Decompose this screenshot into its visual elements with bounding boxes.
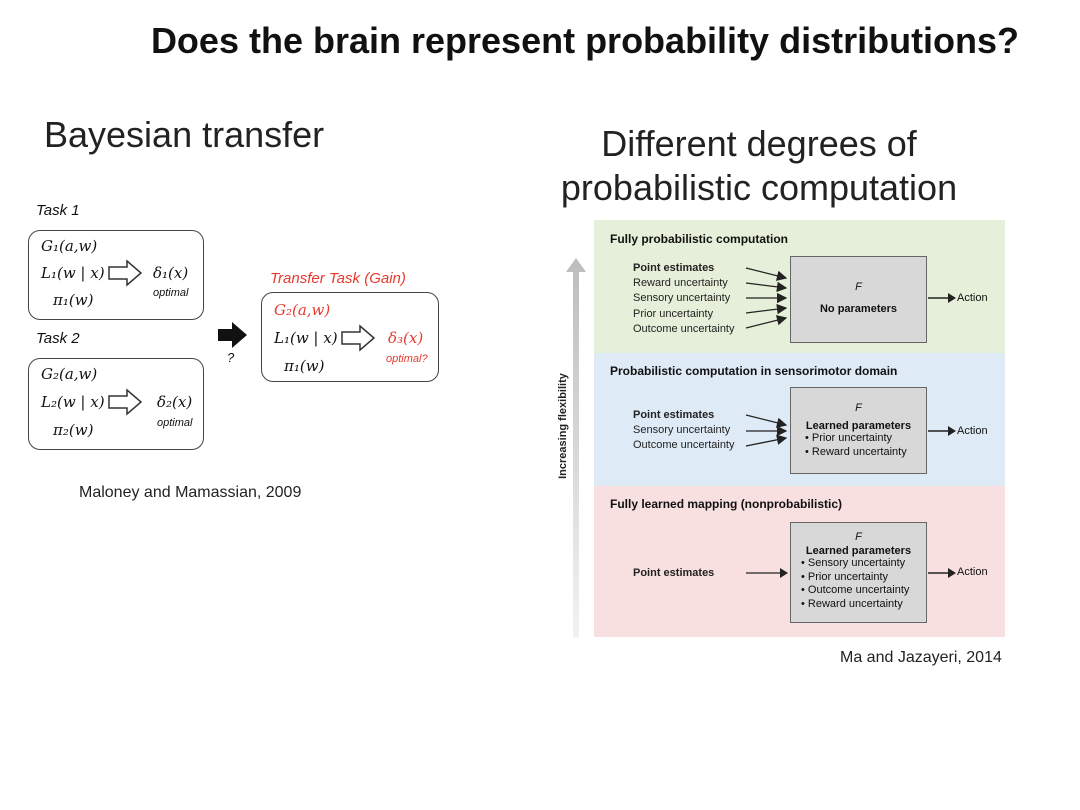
panel1-inputs: Point estimates Reward uncertainty Senso…: [633, 261, 735, 337]
hollow-arrow-icon: [341, 324, 376, 352]
right-heading: Different degrees of probabilistic compu…: [545, 122, 973, 210]
task2-prior: π₂(w): [53, 421, 94, 439]
panel3-title: Fully learned mapping (nonprobabilistic): [610, 497, 843, 511]
action-label: Action: [957, 292, 988, 304]
action-arrow-icon: [928, 426, 956, 436]
question-mark: ?: [227, 350, 235, 365]
transfer-gain: G₂(a,w): [274, 301, 331, 319]
task1-prior: π₁(w): [53, 291, 94, 309]
input-item: Reward uncertainty: [633, 277, 728, 290]
task1-note: optimal: [153, 287, 189, 299]
task1-box: G₁(a,w) L₁(w | x) π₁(w) δ₁(x) optimal: [28, 230, 204, 320]
input-item: Point estimates: [633, 409, 715, 421]
f-box-title: Learned parameters: [805, 545, 912, 557]
panel2-title: Probabilistic computation in sensorimoto…: [610, 364, 898, 378]
action-label: Action: [957, 566, 988, 578]
param-item-label: Outcome uncertainty: [807, 584, 910, 596]
right-heading-line1: Different degrees of: [601, 123, 917, 164]
f-box-items: • Prior uncertainty • Reward uncertainty: [791, 432, 926, 459]
task2-rule: δ₂(x): [157, 393, 193, 411]
f-box-3: F Learned parameters • Sensory uncertain…: [790, 522, 927, 623]
transfer-label: Transfer Task (Gain): [270, 270, 406, 287]
input-item: Outcome uncertainty: [633, 439, 735, 452]
hollow-arrow-icon: [108, 388, 143, 416]
param-item-label: Prior uncertainty: [811, 432, 893, 444]
hollow-arrow-icon: [108, 259, 143, 287]
slide-title: Does the brain represent probability dis…: [150, 20, 1020, 61]
panel2-inputs: Point estimates Sensory uncertainty Outc…: [633, 408, 735, 454]
task2-note: optimal: [157, 417, 193, 429]
task2-loss: L₂(w | x): [41, 393, 105, 411]
task2-gain: G₂(a,w): [41, 365, 98, 383]
param-item-label: Prior uncertainty: [807, 570, 889, 583]
right-heading-line2: probabilistic computation: [560, 167, 958, 208]
f-symbol: F: [855, 531, 862, 543]
input-item: Outcome uncertainty: [633, 322, 735, 335]
param-item-label: Sensory uncertainty: [807, 557, 906, 569]
task1-label: Task 1: [36, 202, 80, 219]
transfer-note: optimal?: [386, 353, 428, 365]
param-item: • Outcome uncertainty: [801, 584, 910, 596]
action-label: Action: [957, 425, 988, 437]
input-item: Prior uncertainty: [633, 307, 714, 320]
panel-sensorimotor: Probabilistic computation in sensorimoto…: [594, 353, 1005, 486]
f-box-1: F No parameters: [790, 256, 927, 343]
task1-gain: G₁(a,w): [41, 237, 98, 255]
panel-fully-probabilistic: Fully probabilistic computation Point es…: [594, 220, 1005, 353]
panel1-title: Fully probabilistic computation: [610, 232, 789, 246]
left-heading: Bayesian transfer: [44, 114, 325, 155]
param-item: • Prior uncertainty: [805, 432, 893, 444]
task2-label: Task 2: [36, 330, 80, 347]
transfer-box: G₂(a,w) L₁(w | x) π₁(w) δ₃(x) optimal?: [261, 292, 439, 382]
task2-box: G₂(a,w) L₂(w | x) π₂(w) δ₂(x) optimal: [28, 358, 204, 450]
param-item-label: Reward uncertainty: [811, 445, 907, 458]
axis-label: Increasing flexibility: [557, 373, 569, 479]
f-box-items: • Sensory uncertainty • Prior uncertaint…: [791, 557, 926, 611]
transfer-loss: L₁(w | x): [274, 329, 338, 347]
task1-loss: L₁(w | x): [41, 264, 105, 282]
panel-learned-mapping: Fully learned mapping (nonprobabilistic)…: [594, 486, 1005, 637]
f-box-2: F Learned parameters • Prior uncertainty…: [790, 387, 927, 474]
f-box-title: Learned parameters: [805, 420, 912, 432]
bayesian-transfer-diagram: Task 1 G₁(a,w) L₁(w | x) π₁(w) δ₁(x) opt…: [24, 200, 444, 460]
param-item: • Reward uncertainty: [801, 597, 903, 610]
action-arrow-icon: [928, 568, 956, 578]
action-arrow-icon: [928, 293, 956, 303]
transfer-arrow-icon: [218, 322, 247, 348]
flexibility-axis: [566, 258, 586, 638]
param-item: • Sensory uncertainty: [801, 557, 906, 569]
param-item-label: Reward uncertainty: [807, 597, 903, 610]
f-symbol: F: [855, 281, 862, 293]
input-item: Point estimates: [633, 262, 715, 274]
input-arrow: [746, 568, 788, 578]
input-arrows: [745, 414, 788, 447]
input-arrows: [745, 267, 788, 329]
task1-rule: δ₁(x): [153, 264, 189, 282]
f-symbol: F: [855, 402, 862, 414]
input-item: Sensory uncertainty: [633, 424, 731, 437]
left-citation: Maloney and Mamassian, 2009: [79, 484, 302, 501]
f-box-title: No parameters: [819, 303, 898, 315]
input-item: Sensory uncertainty: [633, 292, 731, 305]
right-citation: Ma and Jazayeri, 2014: [840, 649, 1002, 666]
param-item: • Prior uncertainty: [801, 570, 889, 583]
panel3-input: Point estimates: [633, 567, 715, 579]
param-item: • Reward uncertainty: [805, 445, 907, 458]
transfer-prior: π₁(w): [284, 357, 325, 375]
up-arrow-icon: [566, 258, 586, 638]
transfer-rule: δ₃(x): [388, 329, 424, 347]
